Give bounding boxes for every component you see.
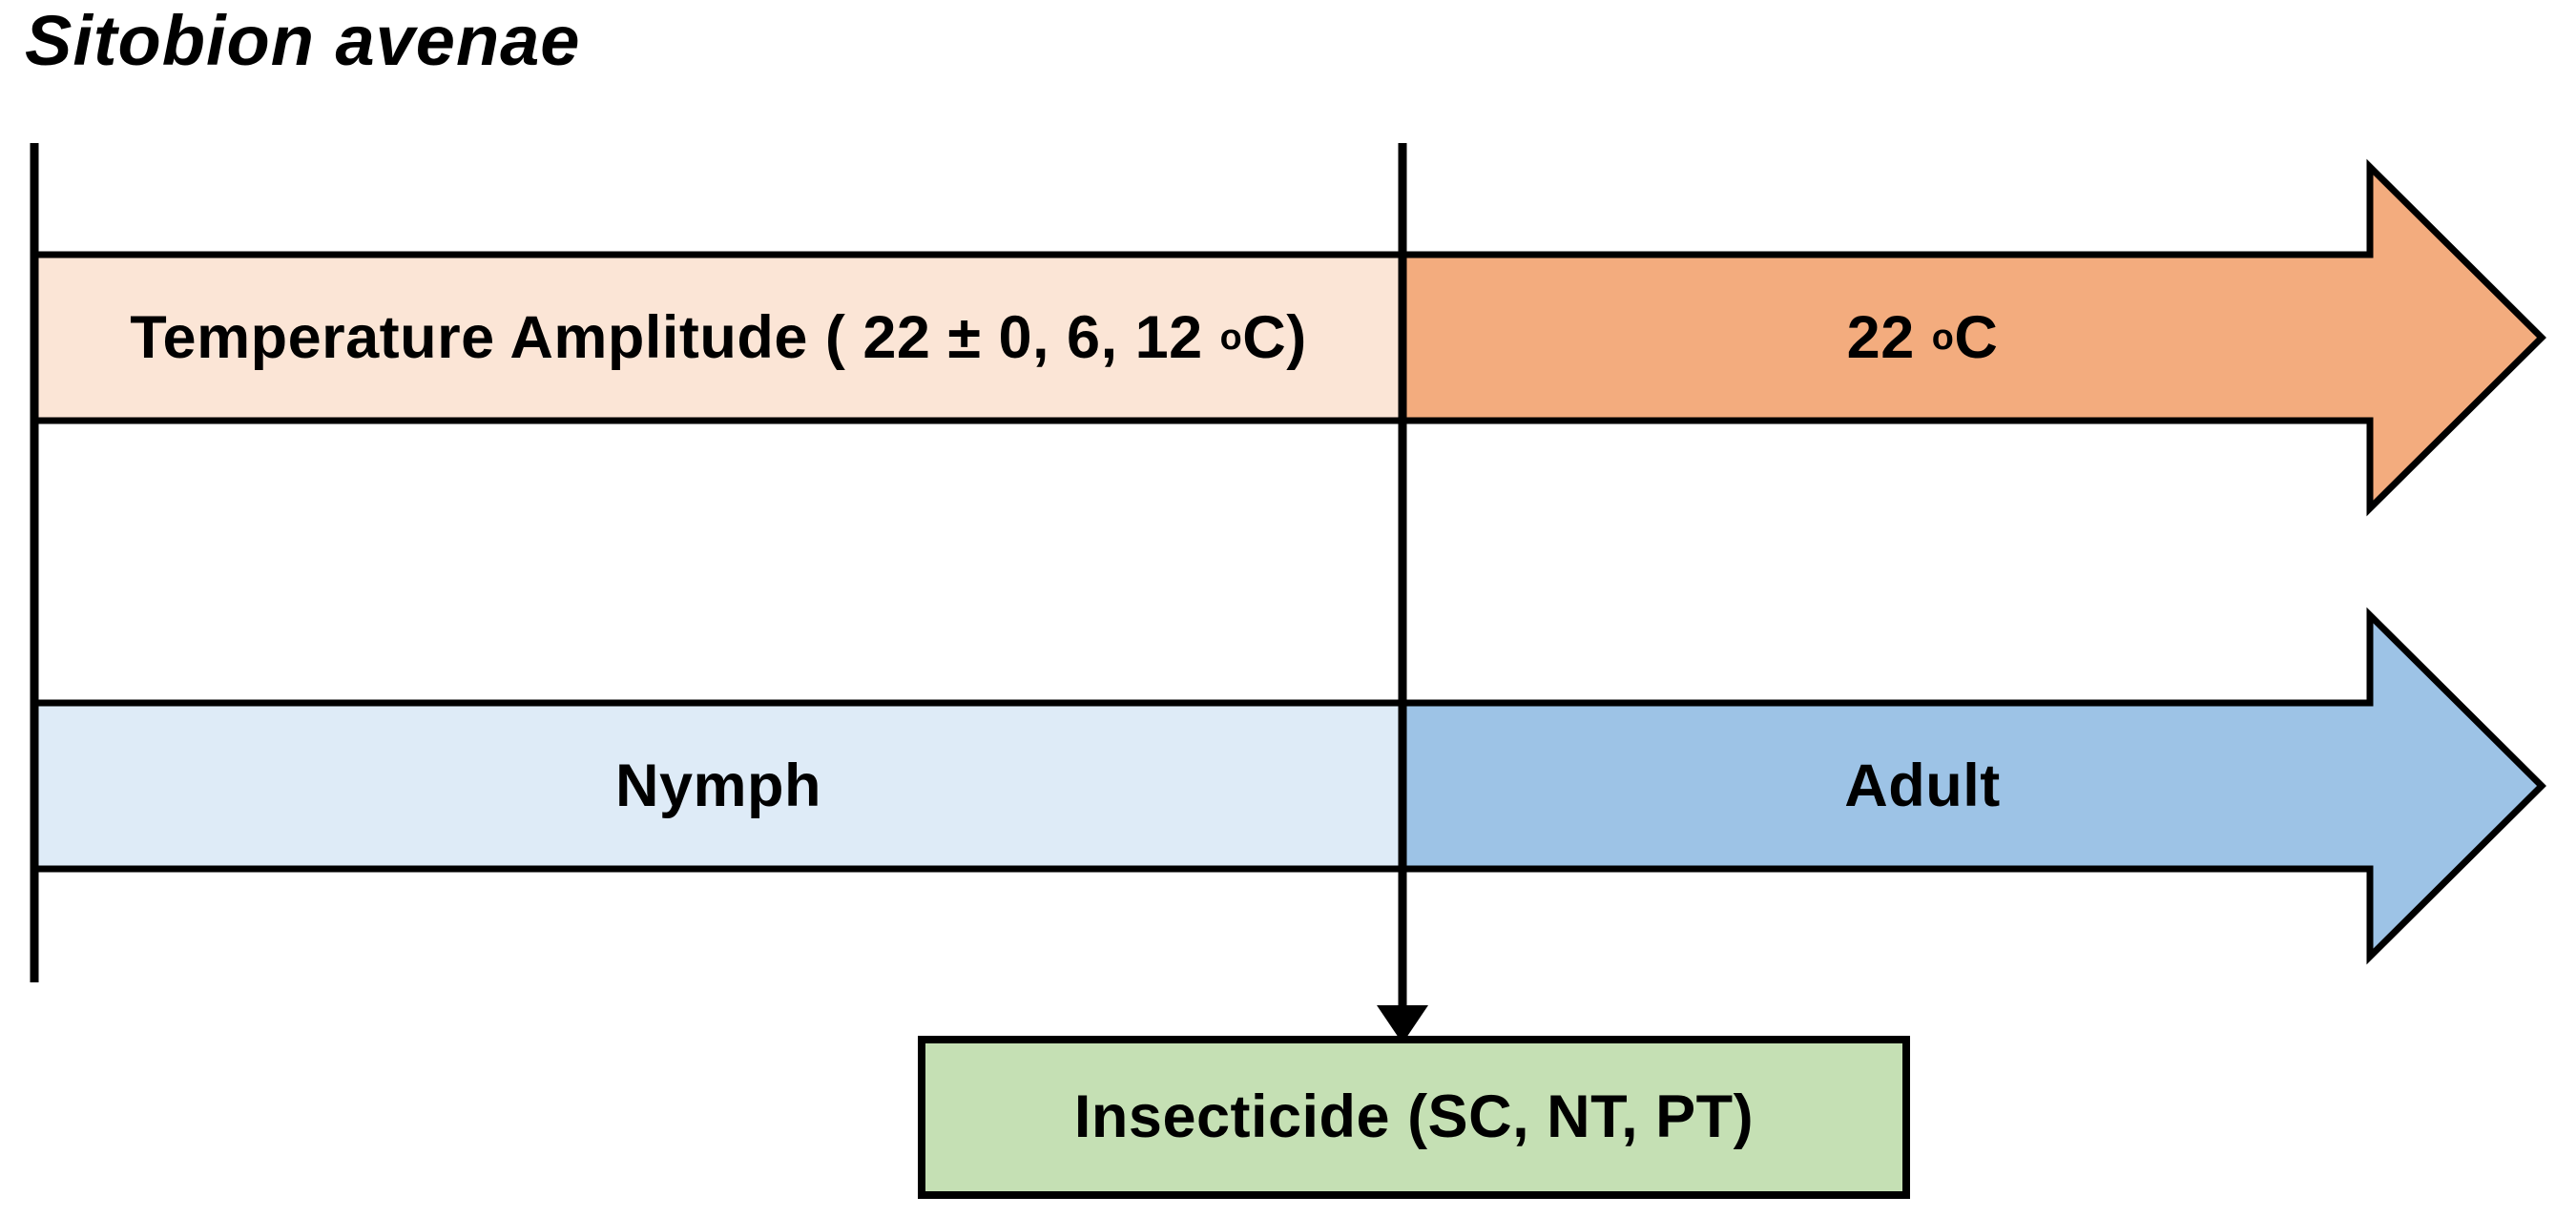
constant-temperature-arrow — [1399, 158, 2546, 517]
temperature-amplitude-band — [31, 251, 1406, 424]
adult-stage-label: Adult — [1844, 752, 2001, 819]
insecticide-box — [918, 1036, 1910, 1199]
down-arrowhead-icon — [1377, 1005, 1428, 1043]
temperature-amplitude-label-text: Temperature Amplitude ( 22 ± 0, 6, 12 — [130, 303, 1220, 371]
constant-temperature-value: 22 — [1846, 303, 1932, 371]
nymph-stage-label: Nymph — [614, 752, 822, 819]
insecticide-box-label: Insecticide (SC, NT, PT) — [1073, 1083, 1755, 1150]
figure-title: Sitobion avenae — [25, 1, 581, 80]
constant-temperature-unit: C — [1954, 303, 1999, 371]
nymph-band — [31, 699, 1406, 873]
adult-arrow — [1399, 607, 2546, 965]
temperature-amplitude-label-unit: C) — [1242, 303, 1307, 371]
